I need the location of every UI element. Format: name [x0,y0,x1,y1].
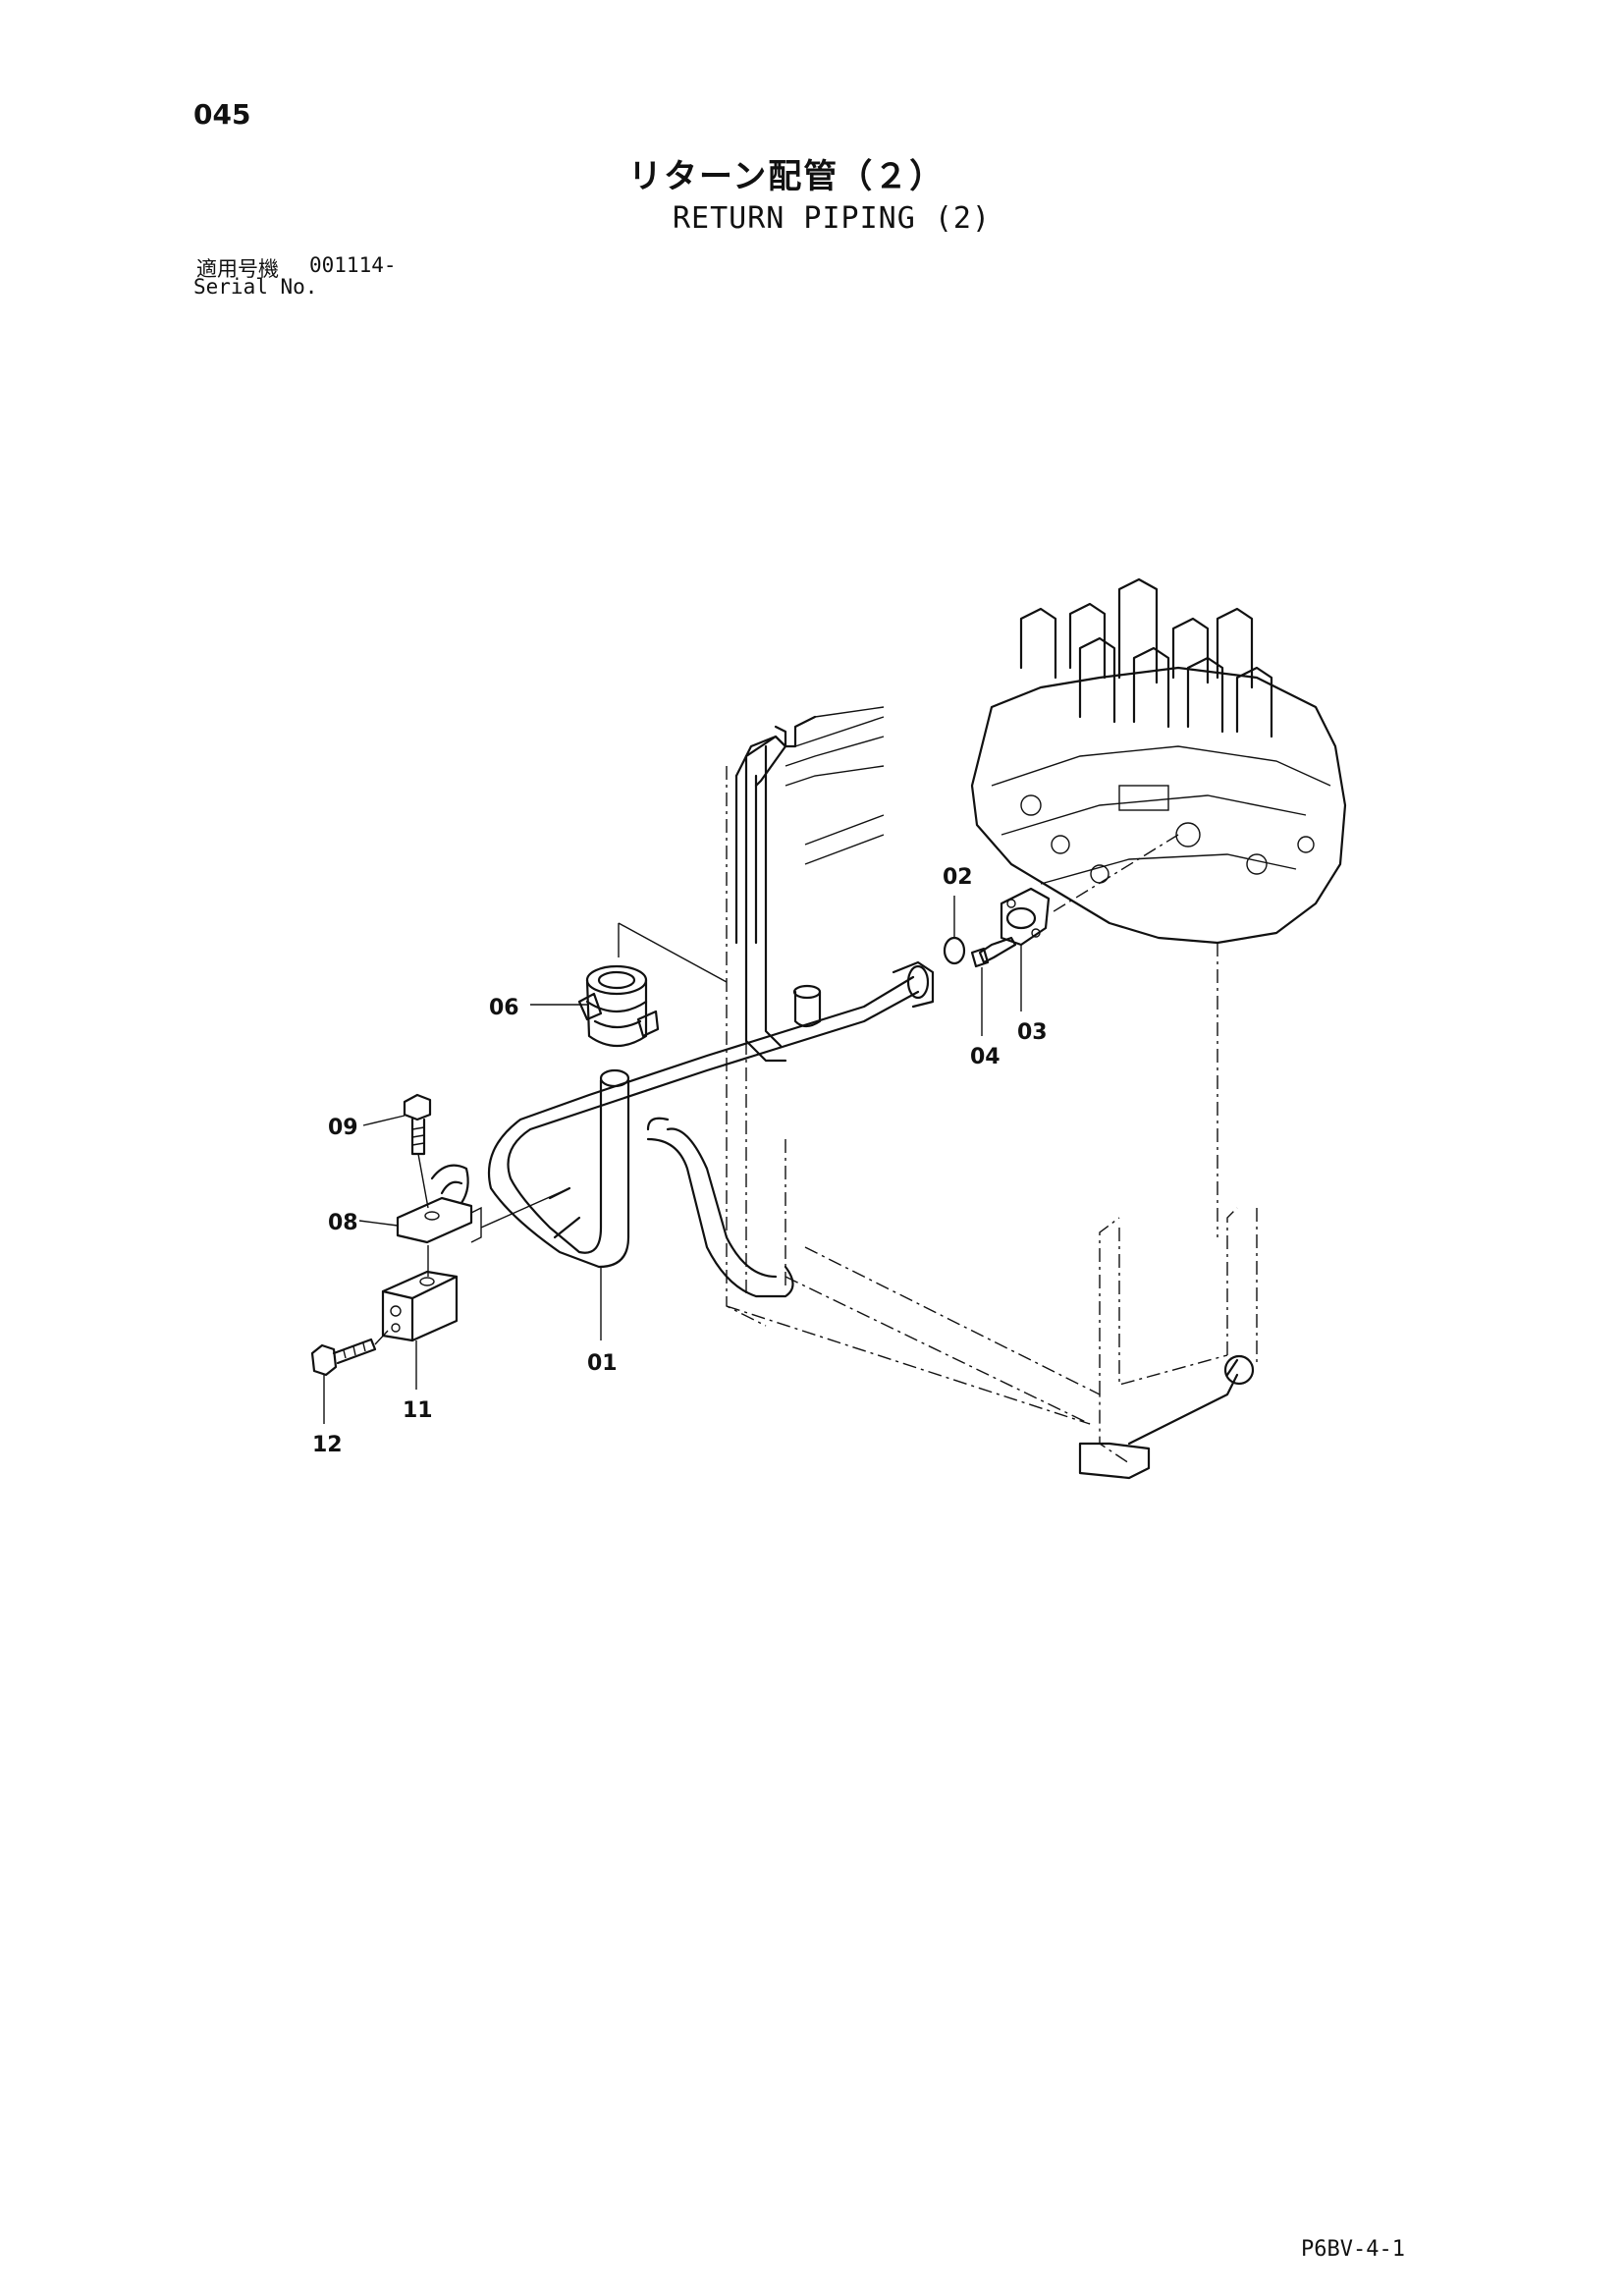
title-english: RETURN PIPING (2) [673,201,992,236]
return-hose-part-01 [487,960,935,1298]
bolt-part-04 [970,936,1017,968]
serial-label-english: Serial No. [193,275,318,299]
control-valve-assembly [970,577,1347,945]
clamp-block-part-11 [381,1245,459,1342]
page-number: 045 [193,98,251,131]
hose-clamp-part-06 [577,922,728,1047]
callout-06: 06 [489,996,519,1020]
bolt-part-09 [403,1093,432,1209]
callout-11: 11 [403,1398,433,1423]
clamp-upper-part-08 [396,1164,570,1244]
document-code: P6BV-4-1 [1301,2237,1405,2262]
callout-02: 02 [943,865,973,890]
callout-04: 04 [970,1045,1001,1069]
callout-08: 08 [328,1211,358,1235]
vertical-pipe [726,735,1091,1425]
hydraulic-tank-frame [744,706,1258,1480]
o-ring-part-02 [943,936,966,965]
serial-label-japanese: 適用号機 [196,257,279,281]
callout-09: 09 [328,1116,358,1140]
callout-12: 12 [312,1433,343,1457]
callout-01: 01 [587,1351,618,1376]
leader-lines [323,896,1022,1424]
serial-number: 001114- [309,253,397,277]
title-japanese: リターン配管（２） [628,157,946,196]
bolt-part-12 [310,1330,389,1377]
callout-03: 03 [1017,1020,1048,1045]
flange-part-03 [1000,887,1051,947]
